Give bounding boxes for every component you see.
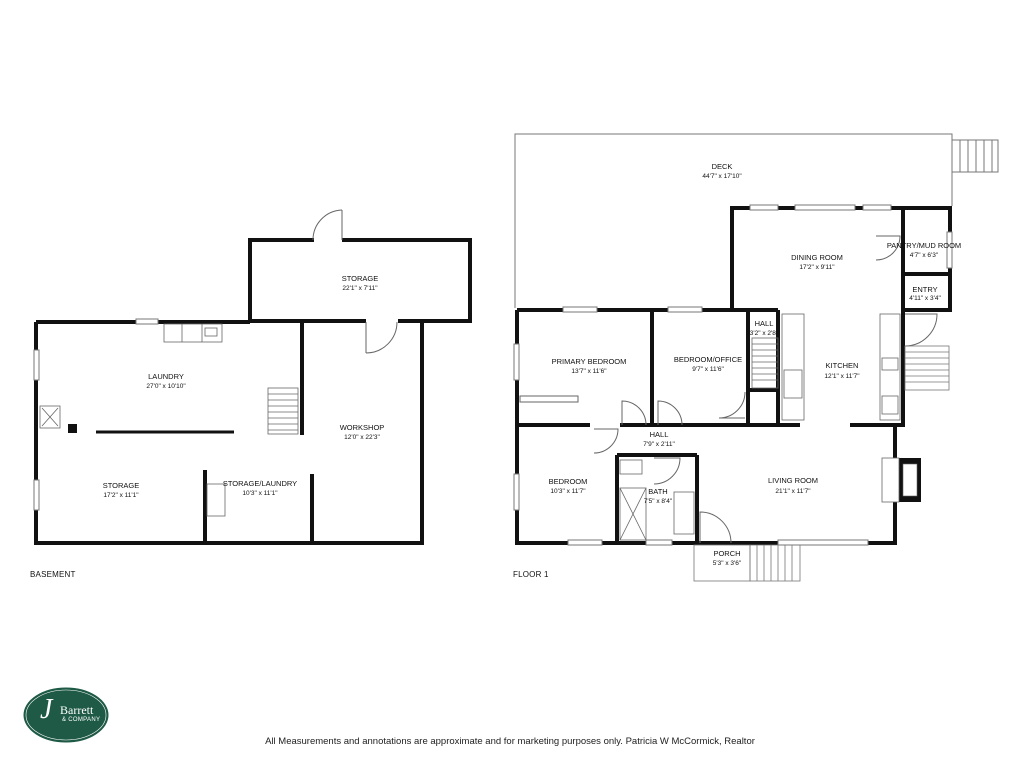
room-dimensions: 13'7" x 11'6" [571,368,607,375]
room-dimensions: 4'7" x 6'3" [910,252,939,259]
room-name: BATH [648,487,667,496]
basement-plan [33,209,472,545]
room-dimensions: 9'7" x 11'6" [692,366,724,373]
room-name: BEDROOM [549,477,588,486]
room-dimensions: 12'1" x 11'7" [824,373,860,380]
floor-label-floor-1: FLOOR 1 [513,570,549,579]
room-dimensions: 7'9" x 2'11" [643,441,675,448]
floor1-room-labels: DECK 44'7" x 17'10" DINING ROOM 17'2" x … [549,162,962,567]
room-name: STORAGE [342,274,379,283]
company-logo: J Barrett & COMPANY [22,686,110,744]
basement-door-top [312,209,343,244]
door-primary-bedroom [621,400,647,426]
deck-outline [514,133,999,308]
logo-tagline: & COMPANY [62,717,101,723]
room-name: DECK [712,162,733,171]
floor-label-basement: BASEMENT [30,570,76,579]
basement-room-labels: STORAGE 22'1" x 7'11" LAUNDRY 27'0" x 10… [103,274,385,499]
door-hall [718,391,746,419]
room-name: PANTRY/MUD ROOM [887,241,961,250]
room-name: STORAGE/LAUNDRY [223,479,297,488]
closet-primary [519,395,579,403]
laundry-fixtures [39,323,226,517]
basement-storage-top-walls [248,238,472,323]
door-entry [904,313,938,347]
door-bath [653,457,681,485]
room-dimensions: 4'11" x 3'4" [909,295,941,302]
floor1-stairs [751,337,779,389]
room-dimensions: 7'5" x 8'4" [644,498,673,505]
door-pantry [875,235,901,261]
room-name: LAUNDRY [148,372,184,381]
room-name: HALL [755,319,774,328]
room-dimensions: 10'3" x 11'7" [550,488,586,495]
room-dimensions: 17'2" x 9'11" [799,264,835,271]
room-name: LIVING ROOM [768,476,818,485]
door-bedroom-office [657,400,683,426]
room-name: HALL [650,430,669,439]
floor1-plan [513,133,999,582]
room-dimensions: 21'1" x 11'7" [775,488,811,495]
room-name: BEDROOM/OFFICE [674,355,742,364]
workshop-door [365,317,398,354]
room-name: STORAGE [103,481,140,490]
room-dimensions: 12'0" x 22'3" [344,434,380,441]
kitchen-counters [781,313,901,421]
room-name: ENTRY [912,285,937,294]
door-bedroom [593,428,619,454]
disclaimer-text: All Measurements and annotations are app… [265,736,755,747]
fireplace [881,457,921,503]
room-name: DINING ROOM [791,253,843,262]
room-name: WORKSHOP [340,423,385,432]
room-dimensions: 27'0" x 10'10" [146,383,186,390]
room-dimensions: 17'2" x 11'1" [103,492,139,499]
room-dimensions: 22'1" x 7'11" [342,285,378,292]
door-porch [699,511,732,544]
room-dimensions: 5'3" x 3'6" [713,560,742,567]
room-dimensions: 44'7" x 17'10" [702,173,742,180]
logo-oval-icon [22,686,110,744]
basement-stairs [267,387,299,435]
logo-name: Barrett [60,703,94,717]
room-name: PRIMARY BEDROOM [552,357,627,366]
porch-outline [693,544,801,582]
room-name: PORCH [713,549,740,558]
room-name: KITCHEN [826,361,859,370]
entry-steps [904,345,950,391]
logo-monogram: J [40,694,53,725]
room-dimensions: 3'2" x 2'8" [750,330,779,337]
room-dimensions: 10'3" x 11'1" [242,490,278,497]
bath-fixtures [619,459,695,541]
